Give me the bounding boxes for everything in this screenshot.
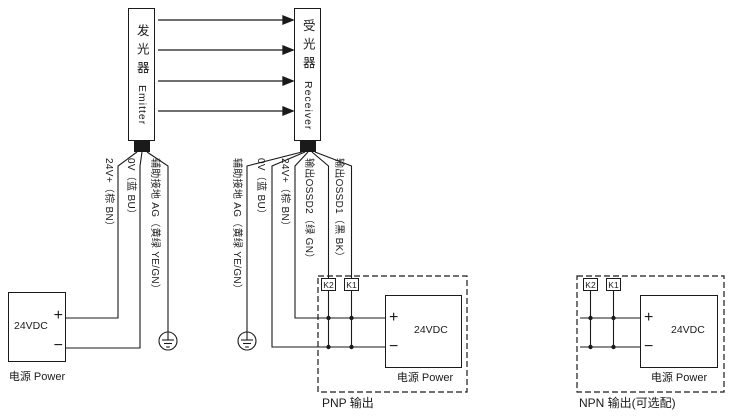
receiver-name-cn: 受光器 (300, 19, 315, 75)
relay-k1-npn: K1 (606, 278, 621, 291)
minus-terminal: − (53, 337, 63, 354)
power-caption-npn: 电源 Power (650, 372, 708, 384)
relay-k1: K1 (344, 278, 359, 291)
minus-terminal: − (389, 338, 399, 355)
wire-receiver-ossd1 (314, 151, 353, 278)
minus-terminal: − (644, 338, 654, 355)
junction-dot (349, 344, 354, 350)
supply-voltage-label: 24VDC (414, 324, 448, 336)
wire-label-receiver-24v: 24V+（棕 BN） (279, 158, 290, 232)
power-supply-left: + − 24VDC (8, 292, 66, 362)
junction-dot (588, 344, 593, 350)
wire-emitter-24v (66, 151, 138, 319)
junction-dot (326, 315, 331, 321)
wire-receiver-24v (294, 151, 385, 319)
beam-arrow (158, 15, 295, 25)
wire-label-receiver-ossd1: 输出OSSD1（黑 BK） (333, 158, 344, 262)
emitter-label: 发光器 Emitter (134, 23, 149, 126)
emitter-name-cn: 发光器 (134, 23, 149, 80)
junction-dot (611, 344, 616, 350)
beam-arrow (158, 106, 295, 116)
wire-label-receiver-ag: 辅助接地 AG（黄绿 YE/GN） (231, 158, 242, 295)
receiver-label: 受光器 Receiver (300, 19, 315, 130)
light-beams (158, 15, 295, 116)
npn-output-title: NPN 输出(可选配) (579, 396, 676, 410)
beam-arrow (158, 76, 295, 86)
pnp-output-title: PNP 输出 (322, 396, 374, 410)
npn-section-outline (576, 275, 725, 393)
pnp-section-outline (317, 275, 468, 393)
beam-arrow (158, 45, 295, 55)
ground-icon (237, 331, 257, 351)
power-caption-pnp: 电源 Power (396, 372, 454, 384)
junction-dot (349, 315, 354, 321)
wire-receiver-ossd2 (311, 151, 330, 278)
power-supply-npn: + − 24VDC (640, 295, 718, 368)
junction-dot (588, 315, 593, 321)
wire-emitter-ag (146, 151, 169, 332)
receiver-cable-connector-icon (300, 141, 316, 152)
supply-voltage-label: 24VDC (671, 324, 705, 336)
wire-receiver-ag (246, 151, 303, 332)
emitter-cable-connector-icon (134, 141, 150, 152)
wire-label-emitter-0v: 0V（蓝 BU） (125, 158, 136, 220)
emitter-box: 发光器 Emitter (128, 8, 155, 141)
wire-label-receiver-ossd2: 输出OSSD2（绿 GN） (303, 158, 314, 264)
ground-icon (158, 331, 178, 351)
relay-k2-npn: K2 (583, 278, 598, 291)
power-supply-pnp: + − 24VDC (385, 295, 462, 368)
emitter-wires (66, 151, 169, 349)
wire-emitter-0v (66, 151, 143, 349)
junction-dot (326, 344, 331, 350)
plus-terminal: + (53, 307, 63, 324)
junction-dot (611, 315, 616, 321)
wire-label-receiver-0v: 0V（蓝 BU） (255, 158, 266, 220)
emitter-name-en: Emitter (135, 85, 148, 126)
wire-label-emitter-ag: 辅助接地 AG（黄绿 YE/GN） (149, 158, 160, 295)
plus-terminal: + (389, 309, 399, 326)
wire-label-emitter-24v: 24V+（棕 BN） (103, 158, 114, 232)
supply-voltage-label: 24VDC (14, 320, 48, 332)
receiver-name-en: Receiver (301, 80, 314, 130)
plus-terminal: + (644, 309, 654, 326)
receiver-wires (246, 151, 385, 348)
power-caption-left: 电源 Power (8, 371, 66, 383)
junction-dots (326, 315, 616, 350)
relay-k2: K2 (321, 278, 336, 291)
receiver-box: 受光器 Receiver (294, 8, 321, 141)
